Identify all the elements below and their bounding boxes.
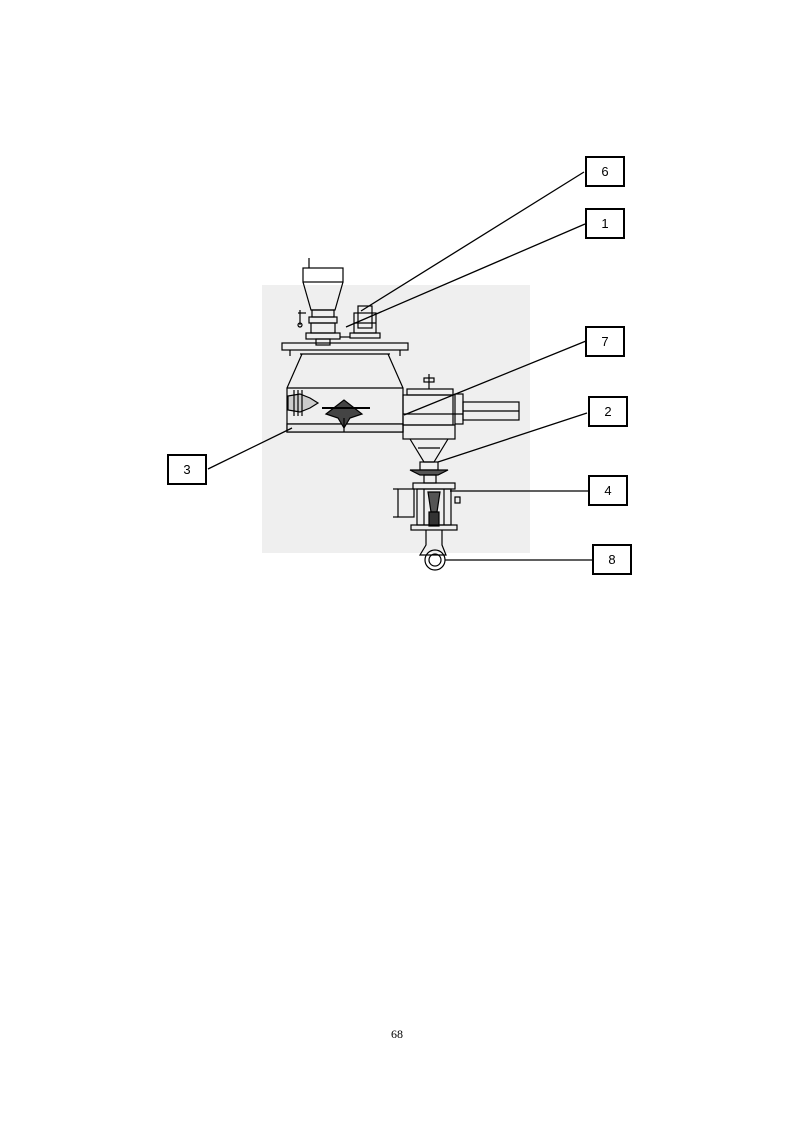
leader-line-1 (345, 223, 586, 328)
machine-outline (281, 258, 520, 571)
main-chamber (286, 353, 404, 433)
feed-hopper (297, 258, 344, 346)
callout-1: 1 (585, 208, 625, 239)
leader-lines (207, 171, 592, 561)
leader-line-6 (360, 171, 585, 312)
callout-7: 7 (585, 326, 625, 357)
lid-plate (281, 342, 409, 356)
callout-4: 4 (588, 475, 628, 506)
callout-3: 3 (167, 454, 207, 485)
leader-line-3 (207, 427, 293, 470)
scan-shading (262, 285, 530, 553)
callout-6: 6 (585, 156, 625, 187)
separator (393, 482, 461, 531)
callout-2: 2 (588, 396, 628, 427)
leader-line-2 (437, 412, 588, 463)
page-number: 68 (391, 1027, 403, 1041)
drive-motor (340, 305, 381, 339)
leader-line-7 (403, 340, 587, 416)
callout-8: 8 (592, 544, 632, 575)
